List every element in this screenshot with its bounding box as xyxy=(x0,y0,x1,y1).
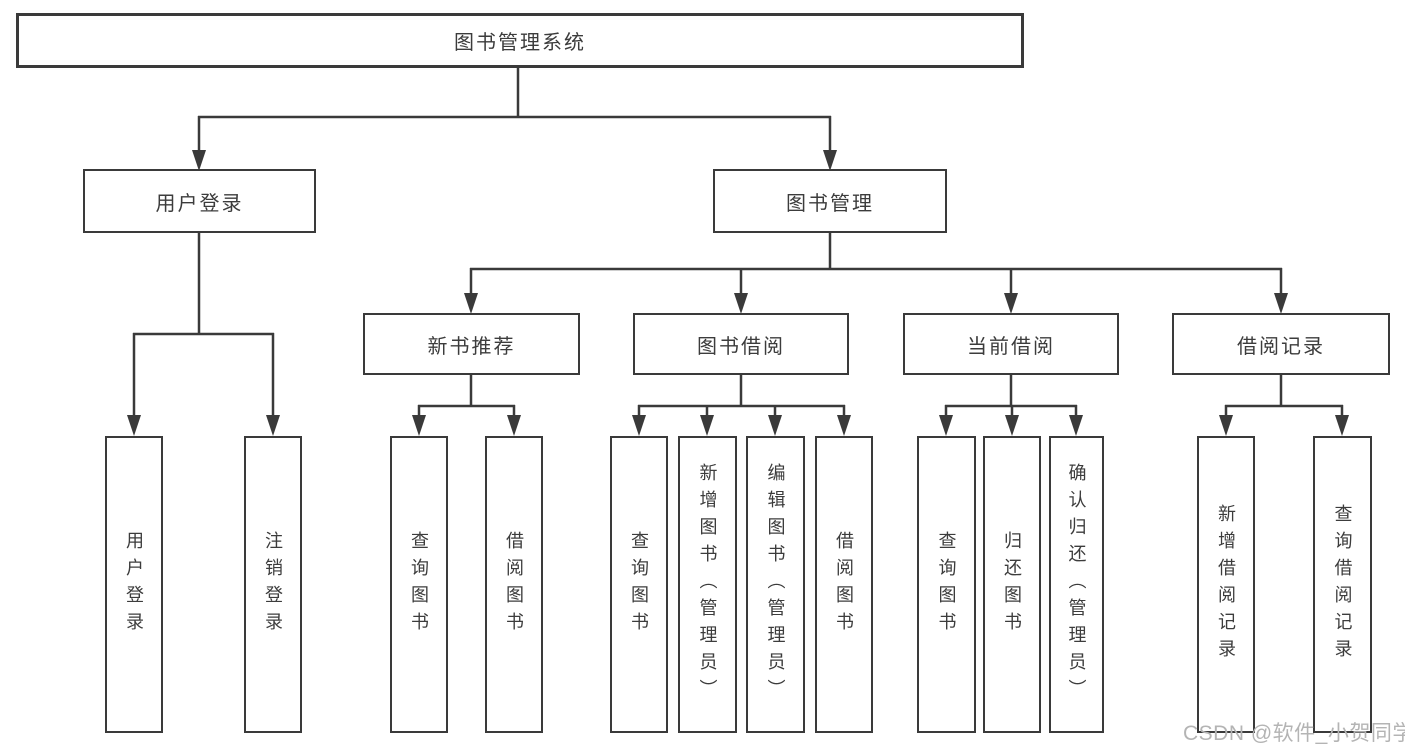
node-leaf-confirm-return-admin: 确认归还（管理员） xyxy=(1049,436,1104,733)
node-label: 查询图书 xyxy=(629,530,649,639)
node-label: 查询借阅记录 xyxy=(1332,503,1353,666)
node-label: 借阅图书 xyxy=(834,530,854,639)
node-label: 查询图书 xyxy=(936,530,957,639)
node-label: 借阅图书 xyxy=(504,530,524,639)
node-leaf-query-book-borrow: 查询图书 xyxy=(610,436,668,733)
node-user-login: 用户登录 xyxy=(83,169,316,233)
watermark: CSDN @软件_小贺同学 xyxy=(1183,722,1405,745)
node-label: 编辑图书（管理员） xyxy=(765,463,786,706)
node-leaf-add-book-admin: 新增图书（管理员） xyxy=(678,436,737,733)
node-label: 当前借阅 xyxy=(967,335,1055,358)
node-label: 确认归还（管理员） xyxy=(1066,463,1087,706)
node-label: 新增图书（管理员） xyxy=(697,463,718,706)
node-label: 查询图书 xyxy=(409,530,429,639)
node-label: 图书管理系统 xyxy=(454,32,586,54)
node-current-borrow: 当前借阅 xyxy=(903,313,1119,375)
node-label: 新书推荐 xyxy=(427,335,516,358)
node-leaf-borrow-book-recommend: 借阅图书 xyxy=(485,436,543,733)
node-label: 用户登录 xyxy=(124,530,144,639)
node-label: 归还图书 xyxy=(1002,530,1022,639)
node-new-book-recommend: 新书推荐 xyxy=(363,313,580,375)
node-label: 用户登录 xyxy=(155,192,244,215)
node-root: 图书管理系统 xyxy=(16,13,1024,68)
node-leaf-query-borrow-record: 查询借阅记录 xyxy=(1313,436,1372,733)
node-leaf-user-login: 用户登录 xyxy=(105,436,163,733)
node-leaf-query-book-recommend: 查询图书 xyxy=(390,436,448,733)
node-borrow-records: 借阅记录 xyxy=(1172,313,1390,375)
node-leaf-query-book-current: 查询图书 xyxy=(917,436,976,733)
node-label: 借阅记录 xyxy=(1237,335,1325,358)
node-leaf-add-borrow-record: 新增借阅记录 xyxy=(1197,436,1255,733)
node-label: 注销登录 xyxy=(263,530,283,639)
node-label: 图书借阅 xyxy=(697,335,785,358)
node-leaf-borrow-book: 借阅图书 xyxy=(815,436,873,733)
node-label: 新增借阅记录 xyxy=(1216,503,1236,666)
node-leaf-return-book: 归还图书 xyxy=(983,436,1041,733)
node-leaf-edit-book-admin: 编辑图书（管理员） xyxy=(746,436,805,733)
node-leaf-logout: 注销登录 xyxy=(244,436,302,733)
node-book-borrow: 图书借阅 xyxy=(633,313,849,375)
node-book-management: 图书管理 xyxy=(713,169,947,233)
node-label: 图书管理 xyxy=(786,192,874,215)
